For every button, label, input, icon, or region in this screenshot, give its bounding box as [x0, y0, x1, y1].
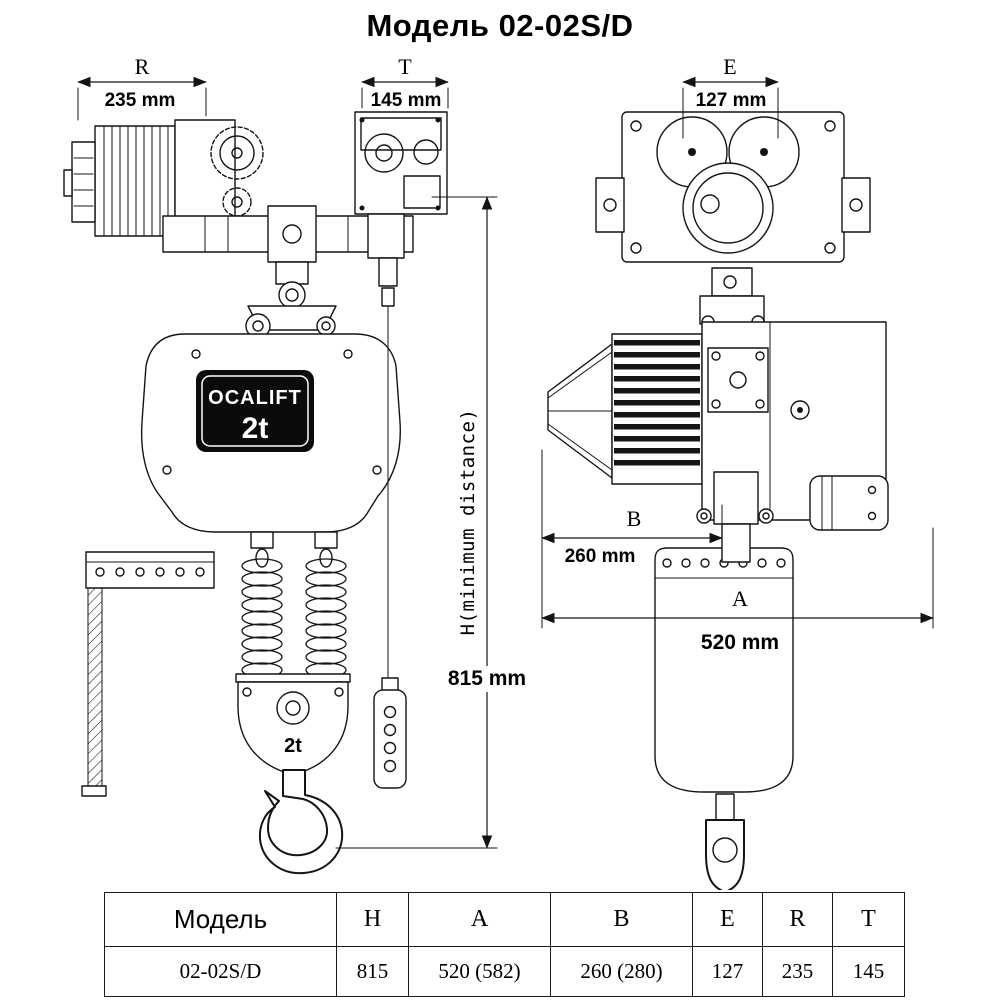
pendant-button — [383, 705, 397, 719]
side-view — [547, 267, 889, 890]
load-hook — [258, 769, 344, 875]
dim-e-value: 127 mm — [696, 90, 767, 111]
dim-h-letter: H(minimum distance) — [457, 409, 479, 636]
motor-nose — [547, 343, 613, 479]
dimension-B: B 260 mm — [541, 504, 723, 567]
front-view: OCALIFT 2t — [63, 111, 448, 875]
spring-left — [241, 558, 283, 678]
pendant-control — [373, 257, 407, 789]
spec-table: Модель H A B E R T 02-02S/D 815 520 (582… — [104, 892, 905, 997]
buffer-springs — [235, 531, 351, 683]
spec-table-header-row: Модель H A B E R T — [104, 892, 905, 947]
spec-header-h: H — [336, 892, 409, 947]
trolley-motor — [63, 125, 176, 237]
side-suspension — [699, 267, 765, 329]
spec-value-t: 145 — [832, 946, 905, 997]
spec-table-value-row: 02-02S/D 815 520 (582) 260 (280) 127 235… — [104, 946, 905, 997]
dim-t-value: 145 mm — [371, 90, 442, 111]
lower-side-motor — [809, 475, 889, 531]
spec-value-model: 02-02S/D — [104, 946, 337, 997]
spec-header-a: A — [408, 892, 551, 947]
hook-capacity-label: 2t — [284, 735, 302, 757]
hoist-body: OCALIFT 2t — [140, 333, 402, 533]
pendant-button — [383, 759, 397, 773]
dimension-H: H(minimum distance) 815 mm — [335, 196, 534, 849]
spec-value-a: 520 (582) — [408, 946, 551, 997]
brand-label: OCALIFT — [208, 387, 302, 409]
chain-guide — [696, 471, 774, 563]
dim-r-value: 235 mm — [105, 90, 176, 111]
dimension-R: R 235 mm — [77, 54, 207, 121]
dimension-E: E 127 mm — [682, 54, 779, 139]
dim-b-letter: B — [627, 506, 642, 531]
dim-r-letter: R — [135, 54, 150, 79]
motor-cooling-fins — [611, 333, 703, 485]
spec-header-model: Модель — [104, 892, 337, 947]
dim-t-letter: T — [398, 54, 412, 79]
hook-block: 2t — [237, 681, 349, 773]
spring-right — [305, 558, 347, 678]
spec-header-e: E — [692, 892, 763, 947]
suspension-clevis — [245, 261, 337, 339]
pendant-button — [383, 723, 397, 737]
dimension-T: T 145 mm — [361, 54, 449, 111]
dim-a-letter: A — [732, 586, 748, 611]
capacity-label: 2t — [242, 412, 269, 445]
side-hook — [705, 793, 745, 890]
dim-a-value: 520 mm — [701, 631, 779, 654]
trolley-brake-unit — [354, 111, 448, 259]
hoist-technical-drawing: OCALIFT 2t — [63, 54, 934, 890]
spec-header-r: R — [762, 892, 833, 947]
spec-value-h: 815 — [336, 946, 409, 997]
side-bracket — [81, 551, 215, 797]
page-title: Модель 02-02S/D — [366, 8, 634, 43]
spec-value-r: 235 — [762, 946, 833, 997]
brand-label-panel — [196, 370, 314, 452]
spec-value-b: 260 (280) — [550, 946, 693, 997]
dimension-A: A 520 mm — [541, 449, 934, 656]
chain-bag — [654, 547, 794, 793]
top-view — [595, 111, 871, 263]
spec-header-b: B — [550, 892, 693, 947]
spec-header-t: T — [832, 892, 905, 947]
pendant-button — [383, 741, 397, 755]
dim-e-letter: E — [723, 54, 736, 79]
dim-h-value: 815 mm — [448, 667, 526, 690]
dim-b-value: 260 mm — [565, 546, 636, 567]
spec-value-e: 127 — [692, 946, 763, 997]
